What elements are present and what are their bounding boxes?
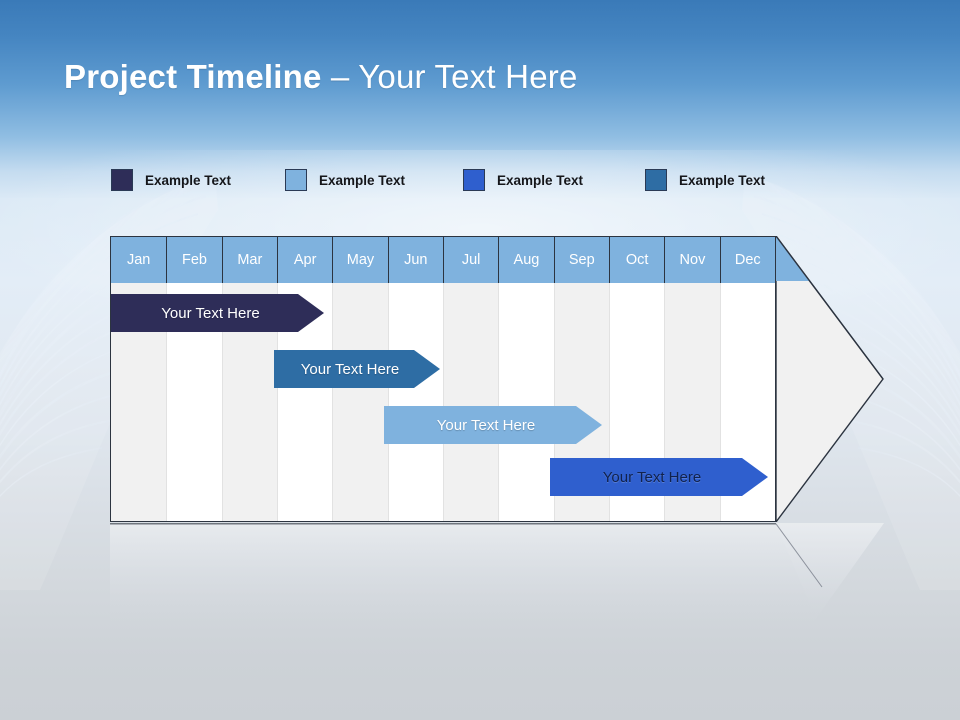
month-header-sep: Sep [553, 237, 609, 283]
month-header-jun: Jun [387, 237, 443, 283]
legend-swatch-icon-2 [285, 169, 307, 191]
timeline-bar-3[interactable]: Your Text Here [384, 406, 602, 444]
timeline-bar-label-3: Your Text Here [436, 416, 536, 434]
legend-label-4: Example Text [679, 172, 766, 188]
timeline-column-jan[interactable]: Jan [111, 237, 167, 521]
title-strong: Project Timeline [64, 58, 322, 95]
month-header-jan: Jan [111, 237, 167, 283]
legend-swatch-icon-3 [463, 169, 485, 191]
month-header-mar: Mar [221, 237, 277, 283]
month-header-apr: Apr [276, 237, 333, 283]
timeline-bar-1[interactable]: Your Text Here [111, 294, 324, 332]
timeline-bar-label-2: Your Text Here [300, 360, 400, 378]
title-rest: Your Text Here [358, 58, 578, 95]
month-header-aug: Aug [498, 237, 554, 283]
page-title: Project Timeline – Your Text Here [64, 58, 578, 96]
timeline-column-jul[interactable]: Jul [442, 237, 499, 521]
legend-item-3[interactable]: Example Text [463, 168, 583, 192]
legend-swatch-icon-4 [645, 169, 667, 191]
month-header-nov: Nov [664, 237, 720, 283]
title-dash: – [321, 58, 359, 95]
month-header-oct: Oct [608, 237, 665, 283]
timeline-bar-label-4: Your Text Here [602, 468, 702, 486]
timeline-column-aug[interactable]: Aug [498, 237, 554, 521]
legend-label-2: Example Text [319, 172, 406, 188]
legend-swatch-icon-1 [111, 169, 133, 191]
timeline-bar-4[interactable]: Your Text Here [550, 458, 768, 496]
timeline-bar-label-1: Your Text Here [161, 304, 260, 322]
month-header-dec: Dec [719, 237, 775, 283]
legend-item-4[interactable]: Example Text [645, 168, 765, 192]
month-header-may: May [332, 237, 388, 283]
legend-item-2[interactable]: Example Text [285, 168, 405, 192]
month-header-jul: Jul [442, 237, 499, 283]
timeline-column-mar[interactable]: Mar [221, 237, 277, 521]
timeline-bars: Your Text Here Your Text Here Your Text … [110, 236, 960, 522]
legend-item-1[interactable]: Example Text [111, 168, 231, 192]
month-header-feb: Feb [166, 237, 222, 283]
legend-label-3: Example Text [497, 172, 584, 188]
timeline-columns: Jan Feb Mar Apr May Jun Jul Aug Sep Oct … [110, 236, 776, 522]
legend-label-1: Example Text [145, 172, 232, 188]
timeline-column-feb[interactable]: Feb [166, 237, 222, 521]
timeline-bar-2[interactable]: Your Text Here [274, 350, 440, 388]
legend: Example Text Example Text Example Text E… [111, 168, 871, 198]
timeline-grid: Jan Feb Mar Apr May Jun Jul Aug Sep Oct … [110, 236, 776, 522]
